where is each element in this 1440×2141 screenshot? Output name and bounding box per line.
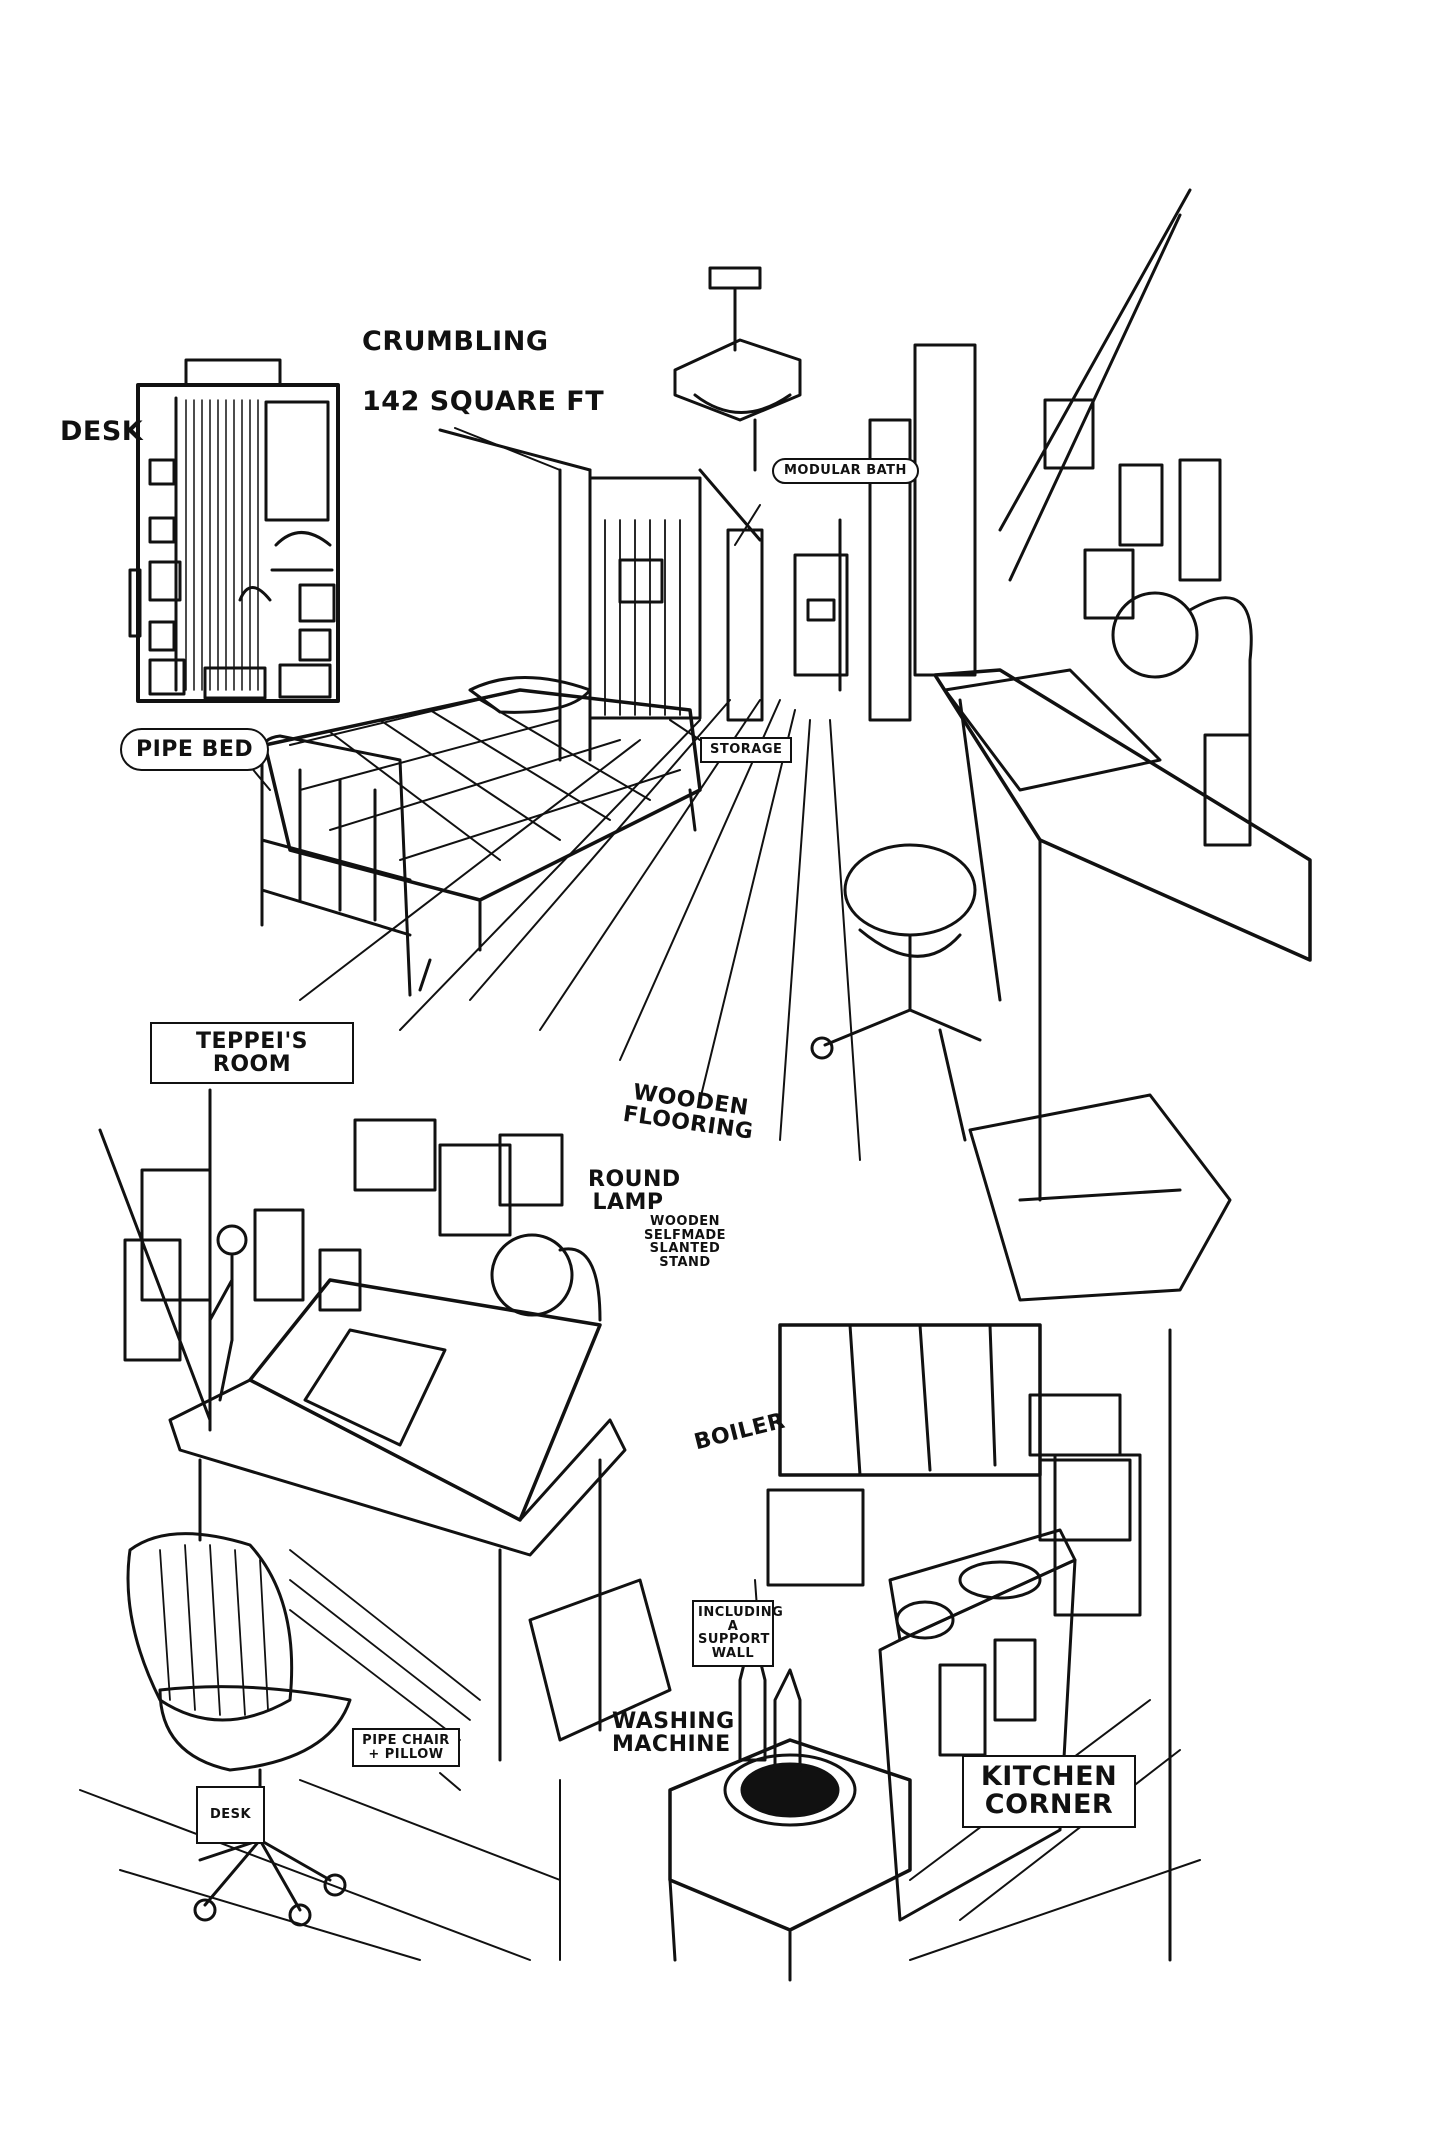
label-washing-machine: WASHING MACHINE xyxy=(612,1709,735,1758)
desk-room-drawing xyxy=(79,1088,672,1961)
label-round-lamp: ROUND LAMP xyxy=(588,1167,681,1216)
label-desk-plan: DESK xyxy=(60,416,144,447)
label-kitchen-corner: KITCHEN CORNER xyxy=(962,1755,1136,1828)
label-support-wall: INCLUDING A SUPPORT WALL xyxy=(692,1600,783,1667)
label-slanted-stand: WOODEN SELFMADE SLANTED STAND xyxy=(643,1214,727,1270)
label-square-ft: 142 SQUARE FT xyxy=(362,386,605,417)
label-crumbling: CRUMBLING xyxy=(362,326,549,357)
floor-plan-drawing xyxy=(128,358,340,703)
label-storage: STORAGE xyxy=(700,737,793,763)
label-modular-bath: MODULAR BATH xyxy=(772,458,919,484)
label-desk-chair: DESK xyxy=(196,1786,266,1844)
label-pipe-bed: PIPE BED xyxy=(120,728,270,772)
label-teppeis-room: TEPPEI'S ROOM xyxy=(150,1022,354,1085)
kitchen-drawing xyxy=(668,1323,1201,1982)
label-pipe-chair: PIPE CHAIR + PILLOW xyxy=(352,1728,460,1768)
